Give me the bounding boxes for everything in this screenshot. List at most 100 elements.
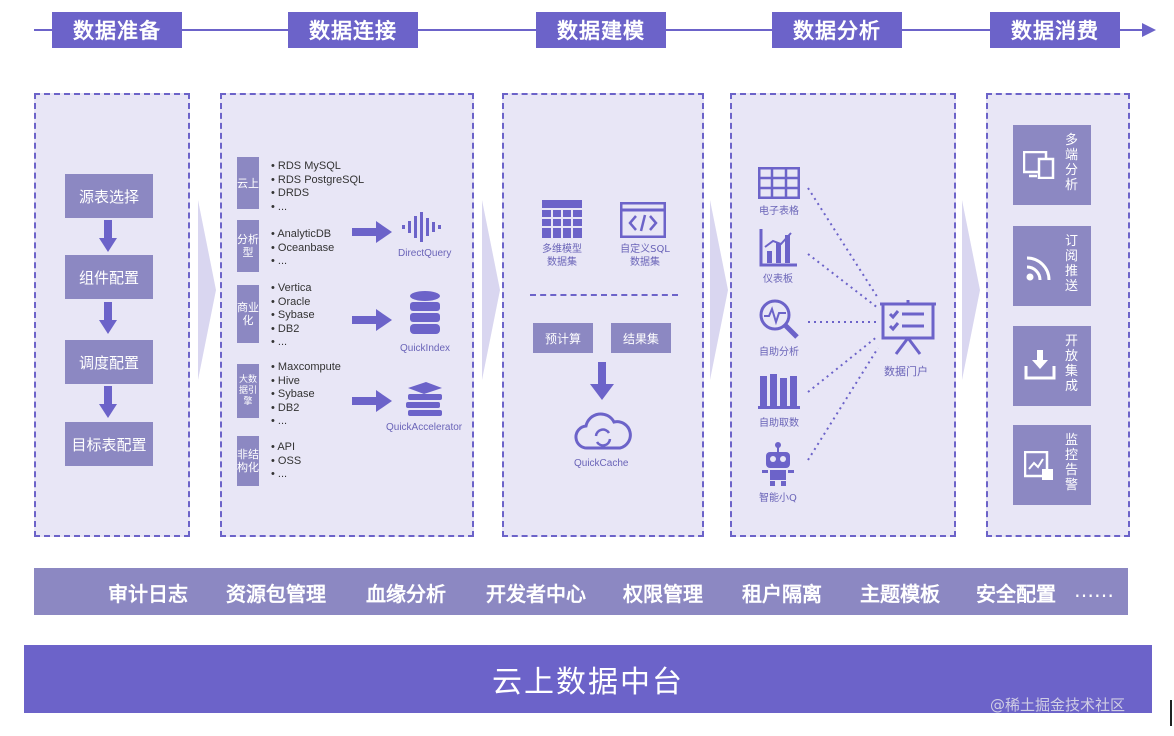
analysis-label-self-fetch: 自助取数 — [759, 418, 799, 429]
feature-audit-log: 审计日志 — [108, 582, 188, 606]
source-category-unstructured: 非结构化 — [237, 436, 259, 486]
source-item: OSS — [271, 455, 301, 469]
consume-card-subscription: 订阅推送 — [1013, 226, 1091, 306]
prep-step-component-config: 组件配置 — [65, 255, 153, 299]
model-result-set: 结果集 — [611, 323, 671, 353]
consume-label: 订阅推送 — [1065, 234, 1079, 294]
source-category-analytic: 分析型 — [237, 220, 259, 272]
source-list-bigdata: Maxcompute Hive Sybase DB2 ... — [271, 361, 341, 429]
down-arrow-icon — [99, 220, 117, 252]
chevron-arrow-icon — [710, 200, 728, 380]
right-arrow-icon — [352, 390, 392, 412]
source-category-cloud: 云上 — [237, 157, 259, 209]
analysis-label-smart-q: 智能小Q — [759, 493, 797, 504]
code-window-icon — [620, 202, 666, 238]
feature-more: …… — [1074, 578, 1114, 602]
consume-label: 开放集成 — [1065, 334, 1079, 394]
engine-label-quickaccelerator: QuickAccelerator — [386, 422, 463, 433]
model-custom-sql-label: 自定义SQL 数据集 — [620, 244, 670, 268]
consume-card-monitor-alert: 监控告警 — [1013, 425, 1091, 505]
engine-label-quickindex: QuickIndex — [400, 343, 451, 354]
engine-label-directquery: DirectQuery — [398, 248, 452, 259]
prep-step-source-select: 源表选择 — [65, 174, 153, 218]
model-divider — [530, 294, 678, 296]
feature-permission: 权限管理 — [623, 582, 703, 606]
feature-dev-center: 开发者中心 — [486, 582, 586, 606]
model-precompute: 预计算 — [533, 323, 593, 353]
database-icon — [410, 291, 440, 334]
analysis-portal-label: 数据门户 — [884, 365, 928, 378]
source-item: ... — [271, 468, 301, 482]
feature-tenant-isolation: 租户隔离 — [742, 582, 822, 606]
spreadsheet-icon — [758, 167, 800, 199]
features-bar — [34, 568, 1128, 615]
source-item: ... — [271, 201, 364, 215]
grid-table-icon — [542, 200, 582, 238]
stage-prep: 数据准备 — [52, 12, 182, 48]
consume-card-open-integration: 开放集成 — [1013, 326, 1091, 406]
model-multi-label: 多维模型 数据集 — [542, 244, 582, 268]
model-cache-label: QuickCache — [574, 458, 629, 469]
consume-label: 多端分析 — [1065, 133, 1079, 193]
source-item: ... — [271, 255, 334, 269]
devices-icon — [1023, 151, 1055, 179]
source-item: API — [271, 441, 301, 455]
source-item: Oceanbase — [271, 242, 334, 256]
right-arrow-icon — [352, 309, 392, 331]
cloud-sync-icon — [574, 412, 632, 450]
source-item: Oracle — [271, 296, 315, 310]
source-item: RDS PostgreSQL — [271, 174, 364, 188]
source-list-analytic: AnalyticDB Oceanbase ... — [271, 228, 334, 269]
feature-security-config: 安全配置 — [976, 582, 1056, 606]
rss-icon — [1026, 256, 1051, 281]
magnifier-pulse-icon — [759, 299, 799, 339]
analysis-label-self-service: 自助分析 — [759, 347, 799, 358]
chevron-arrow-icon — [482, 200, 500, 380]
stage-model: 数据建模 — [536, 12, 666, 48]
stage-analysis: 数据分析 — [772, 12, 902, 48]
analysis-label-dashboard: 仪表板 — [763, 274, 793, 285]
source-list-unstructured: API OSS ... — [271, 441, 301, 482]
source-item: ... — [271, 415, 341, 429]
soundwave-icon — [402, 212, 441, 242]
right-arrow-icon — [352, 221, 392, 243]
stage-connect: 数据连接 — [288, 12, 418, 48]
source-item: DB2 — [271, 402, 341, 416]
source-item: Maxcompute — [271, 361, 341, 375]
connector-dots — [807, 187, 879, 461]
books-icon — [406, 382, 442, 416]
text-cursor — [1170, 700, 1172, 726]
feature-resource-pack: 资源包管理 — [226, 582, 326, 606]
source-item: Sybase — [271, 388, 341, 402]
feature-theme-template: 主题模板 — [860, 582, 940, 606]
consume-label: 监控告警 — [1065, 433, 1079, 493]
source-item: RDS MySQL — [271, 160, 364, 174]
source-item: Sybase — [271, 309, 315, 323]
robot-icon — [762, 442, 794, 486]
source-list-cloud: RDS MySQL RDS PostgreSQL DRDS ... — [271, 160, 364, 214]
source-item: DRDS — [271, 187, 364, 201]
source-item: Hive — [271, 375, 341, 389]
prep-step-target-config: 目标表配置 — [65, 422, 153, 466]
source-list-commercial: Vertica Oracle Sybase DB2 ... — [271, 282, 315, 350]
prep-step-schedule-config: 调度配置 — [65, 340, 153, 384]
down-arrow-icon — [590, 362, 614, 400]
consume-card-multi-device: 多端分析 — [1013, 125, 1091, 205]
source-item: Vertica — [271, 282, 315, 296]
watermark: @稀土掘金技术社区 — [990, 696, 1126, 714]
source-item: DB2 — [271, 323, 315, 337]
stage-flow-arrow-icon — [1142, 23, 1156, 37]
feature-lineage: 血缘分析 — [366, 582, 446, 606]
down-arrow-icon — [99, 302, 117, 334]
chevron-arrow-icon — [962, 200, 980, 380]
download-tray-icon — [1024, 350, 1056, 380]
source-category-bigdata: 大数据引擎 — [237, 364, 259, 418]
presentation-board-icon — [880, 300, 936, 355]
base-platform: 云上数据中台 — [24, 645, 1152, 713]
panel-model — [502, 93, 704, 537]
data-bars-icon — [758, 374, 800, 409]
analysis-label-spreadsheet: 电子表格 — [759, 206, 799, 217]
down-arrow-icon — [99, 386, 117, 418]
monitor-chart-icon — [1024, 451, 1053, 480]
source-item: ... — [271, 336, 315, 350]
